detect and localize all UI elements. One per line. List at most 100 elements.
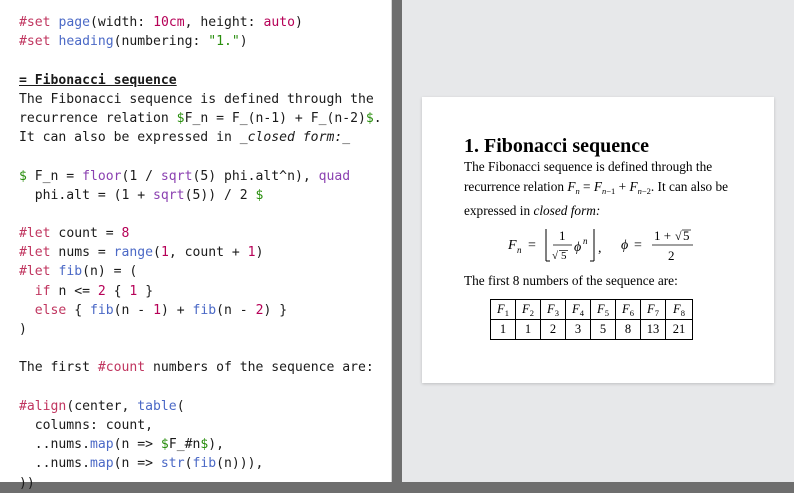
code-token: (5) phi.alt^n), xyxy=(192,168,319,184)
code-line[interactable]: = Fibonacci sequence xyxy=(19,71,385,90)
code-line[interactable]: #set page(width: 10cm, height: auto) xyxy=(19,13,385,32)
svg-text:√: √ xyxy=(552,250,559,262)
code-token: else xyxy=(34,302,67,318)
code-token: ( xyxy=(153,245,161,261)
code-token xyxy=(19,284,35,299)
code-token: } xyxy=(137,283,154,299)
code-editor[interactable]: #set page(width: 10cm, height: auto)#set… xyxy=(19,13,385,493)
table-value-cell: 5 xyxy=(590,319,616,340)
code-token: { xyxy=(105,283,130,299)
code-token: )) xyxy=(19,475,35,491)
code-token: (n => xyxy=(113,456,161,472)
code-token: map xyxy=(89,437,114,453)
code-token: ) xyxy=(239,34,248,50)
code-token: 1 xyxy=(247,245,256,261)
svg-text:√: √ xyxy=(675,229,682,243)
code-token: table xyxy=(137,398,177,414)
code-line[interactable] xyxy=(19,205,385,224)
code-token: range xyxy=(113,245,154,261)
code-token: $ xyxy=(255,187,264,203)
table-header-cell: F7 xyxy=(640,299,666,320)
code-line[interactable]: )) xyxy=(19,474,385,493)
code-line[interactable]: The first #count numbers of the sequence… xyxy=(19,358,385,377)
code-token: (center, xyxy=(66,398,138,414)
code-token: $ xyxy=(19,168,27,184)
paragraph-text: The Fibonacci sequence is defined throug… xyxy=(464,159,713,194)
code-token: ), xyxy=(208,437,225,453)
code-line[interactable]: #align(center, table( xyxy=(19,397,385,416)
code-token: The first xyxy=(19,360,98,376)
table-header-cell: F6 xyxy=(615,299,641,320)
table-header-cell: F3 xyxy=(540,299,566,320)
code-token: F_#n xyxy=(168,437,201,453)
code-editor-pane[interactable]: #set page(width: 10cm, height: auto)#set… xyxy=(0,0,392,491)
table-value-cell: 1 xyxy=(490,319,516,340)
code-token: (n - xyxy=(216,302,256,318)
closed-form-equation: F n = 1 √ 5 ϕ n , ϕ = 1 + √ 5 xyxy=(507,228,693,263)
code-line[interactable]: ) xyxy=(19,320,385,339)
code-line[interactable]: ..nums.map(n => str(fib(n))), xyxy=(19,454,385,473)
code-token: sqrt xyxy=(153,187,185,203)
svg-text:1 +: 1 + xyxy=(654,228,671,243)
code-token: . xyxy=(373,110,382,126)
code-token: (n - xyxy=(113,302,154,318)
svg-text:2: 2 xyxy=(668,248,675,263)
table-header-cell: F1 xyxy=(490,299,516,320)
code-token: $ xyxy=(365,110,374,126)
code-token: #count xyxy=(97,360,146,376)
code-token: numbers of the sequence are: xyxy=(145,360,374,376)
table-value-cell: 1 xyxy=(515,319,541,340)
table-header-cell: F8 xyxy=(665,299,693,320)
paragraph-sequence-intro: The first 8 numbers of the sequence are: xyxy=(464,273,678,288)
svg-text:n: n xyxy=(517,245,522,255)
code-token: $ xyxy=(176,110,185,126)
code-line[interactable]: columns: count, xyxy=(19,416,385,435)
svg-text:=: = xyxy=(634,238,642,253)
code-token: 8 xyxy=(121,226,130,242)
code-token: sqrt xyxy=(160,168,193,184)
code-token: 10cm xyxy=(153,15,185,30)
code-line[interactable]: if n <= 2 { 1 } xyxy=(19,282,385,301)
code-token: (n => xyxy=(113,437,161,453)
code-token: ( xyxy=(176,398,185,414)
preview-pane[interactable]: 1. Fibonacci sequence The Fibonacci sequ… xyxy=(402,0,794,482)
code-token: quad xyxy=(318,168,351,184)
code-line[interactable]: #let count = 8 xyxy=(19,224,385,243)
code-token: #align xyxy=(19,398,67,414)
code-token: #let xyxy=(19,245,51,261)
code-line[interactable] xyxy=(19,51,385,70)
code-line[interactable] xyxy=(19,378,385,397)
code-line[interactable]: ..nums.map(n => $F_#n$), xyxy=(19,435,385,454)
code-line[interactable]: recurrence relation $F_n = F_(n-1) + F_(… xyxy=(19,109,385,128)
code-token: ) xyxy=(295,15,303,30)
code-token: , count + xyxy=(168,245,248,261)
code-line[interactable]: else { fib(n - 1) + fib(n - 2) } xyxy=(19,301,385,320)
code-line[interactable] xyxy=(19,147,385,166)
code-line[interactable]: It can also be expressed in _closed form… xyxy=(19,128,385,147)
code-token: fib xyxy=(192,456,217,472)
code-line[interactable]: phi.alt = (1 + sqrt(5)) / 2 $ xyxy=(19,186,385,205)
preview-page: 1. Fibonacci sequence The Fibonacci sequ… xyxy=(422,97,774,383)
code-line[interactable]: #let nums = range(1, count + 1) xyxy=(19,243,385,262)
code-token: #let xyxy=(19,226,51,242)
code-line[interactable]: The Fibonacci sequence is defined throug… xyxy=(19,90,385,109)
code-line[interactable]: #set heading(numbering: "1.") xyxy=(19,32,385,51)
code-token: ) xyxy=(255,245,264,261)
code-line[interactable]: $ F_n = floor(1 / sqrt(5) phi.alt^n), qu… xyxy=(19,167,385,186)
code-token: (n) = ( xyxy=(82,264,138,280)
code-token: _closed form:_ xyxy=(239,130,351,146)
code-token: { xyxy=(66,302,90,318)
code-token: nums = xyxy=(50,245,114,261)
code-token: $ xyxy=(200,437,209,453)
code-token: fib xyxy=(89,302,114,318)
code-line[interactable] xyxy=(19,339,385,358)
code-line[interactable]: #let fib(n) = ( xyxy=(19,262,385,281)
code-token: str xyxy=(160,456,185,472)
code-token: 1 xyxy=(153,302,161,318)
svg-text:1: 1 xyxy=(559,228,566,243)
code-token: recurrence relation xyxy=(19,110,177,126)
document-heading: 1. Fibonacci sequence xyxy=(464,135,649,157)
code-token: count = xyxy=(50,226,122,242)
